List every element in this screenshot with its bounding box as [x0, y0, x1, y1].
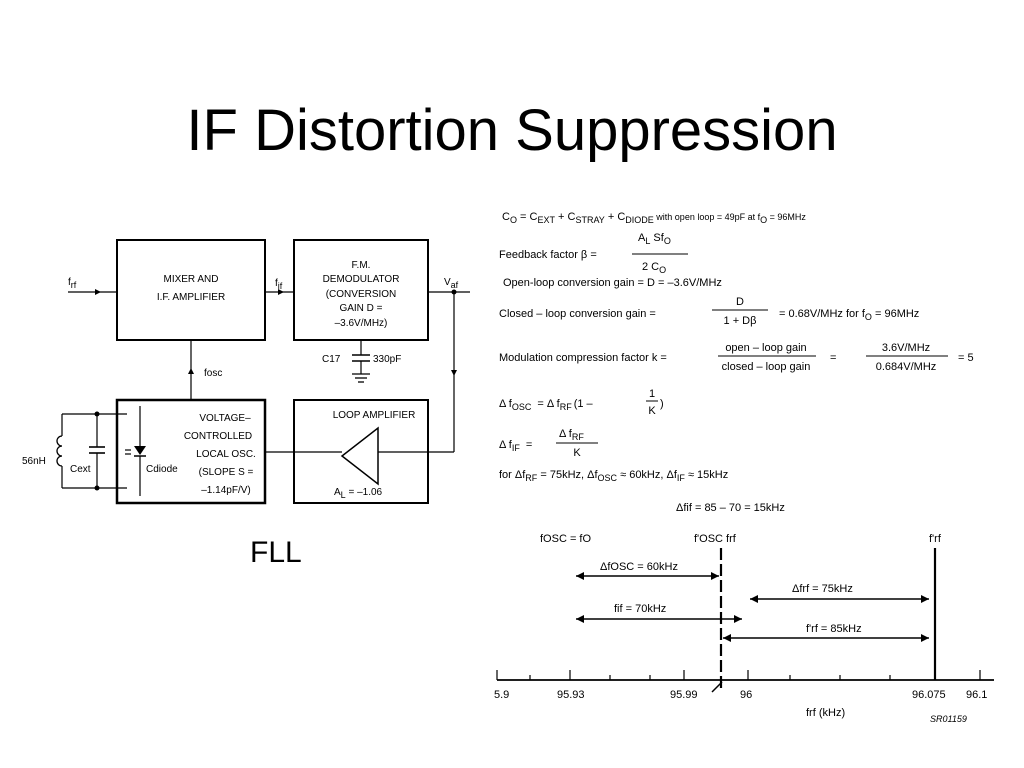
- slide-title: IF Distortion Suppression: [186, 98, 838, 163]
- arrow-dfrf-left-icon: [750, 595, 758, 603]
- equation-mod-result: = 5: [958, 352, 974, 364]
- equation-feedback-label: Feedback factor β =: [499, 249, 597, 261]
- inductor-coil-icon: [56, 435, 63, 467]
- equation-feedback-den: 2 CO: [642, 261, 666, 275]
- arrow-frf-right-icon: [921, 634, 929, 642]
- equation-closed-result: = 0.68V/MHz for fO = 96MHz: [779, 308, 919, 322]
- spectrum-axis-label: frf (kHz): [806, 707, 845, 719]
- arrow-dfosc-label: ΔfOSC = 60kHz: [600, 561, 678, 573]
- fosc-label: fosc: [204, 368, 222, 379]
- equation-openloop: Open-loop conversion gain = D = –3.6V/MH…: [503, 277, 722, 289]
- demod-label-1: F.M.: [352, 260, 371, 271]
- mixer-block: [116, 239, 266, 341]
- cext-label: Cext: [70, 464, 91, 475]
- spectrum-label-fosc-prime: f'OSC frf: [694, 533, 737, 545]
- tick-label-3: 95.99: [670, 689, 698, 701]
- if-label: fif: [275, 278, 283, 291]
- tick-label-4: 96: [740, 689, 752, 701]
- equation-dfosc-frac-num: 1: [649, 388, 655, 400]
- spectrum-label-fosc: fOSC = fO: [540, 533, 591, 545]
- vco-label-3: LOCAL OSC.: [196, 449, 256, 460]
- cdiode-label: Cdiode: [146, 464, 178, 475]
- mixer-label-1: MIXER AND: [163, 274, 218, 285]
- vco-label-5: –1.14pF/V): [201, 485, 250, 496]
- loop-amp-gain: AL = –1.06: [334, 487, 383, 500]
- demod-label-2: DEMODULATOR: [323, 274, 400, 285]
- equation-dfosc-close: ): [660, 398, 664, 410]
- equation-co: CO = CEXT + CSTRAY + CDIODE with open lo…: [502, 211, 806, 225]
- c17-value: 330pF: [373, 354, 401, 365]
- fosc-arrow-icon: [188, 368, 194, 374]
- equation-dfif-final: Δfif = 85 – 70 = 15kHz: [676, 502, 785, 514]
- equation-dfosc: Δ fOSC= Δ fRF(1 –: [499, 398, 594, 412]
- vco-label-1: VOLTAGE–: [199, 413, 251, 424]
- mixer-label-2: I.F. AMPLIFIER: [157, 292, 225, 303]
- equation-mod-num2: 3.6V/MHz: [882, 342, 930, 354]
- arrow-frf-left-icon: [723, 634, 731, 642]
- arrow-dfosc-right-icon: [711, 572, 719, 580]
- af-output-label: Vaf: [444, 277, 459, 290]
- spectrum-ticks: [496, 670, 981, 680]
- fll-caption: FLL: [250, 536, 302, 569]
- equation-mod-den1: closed – loop gain: [722, 361, 811, 373]
- equation-dfif-num: Δ fRF: [559, 428, 584, 442]
- demod-label-4: GAIN D =: [339, 303, 382, 314]
- loop-amp-title: LOOP AMPLIFIER: [333, 410, 416, 421]
- arrow-fif-right-icon: [734, 615, 742, 623]
- tick-label-5: 96.075: [912, 689, 946, 701]
- figure-code: SR01159: [930, 714, 967, 724]
- equation-closed-num: D: [736, 296, 744, 308]
- arrow-frf-label: f'rf = 85kHz: [806, 623, 862, 635]
- axis-break-icon: [711, 681, 723, 693]
- equation-closed-label: Closed – loop conversion gain =: [499, 308, 656, 320]
- equation-dfif: Δ fIF=: [499, 439, 532, 453]
- rf-arrow-icon: [95, 289, 101, 295]
- c17-label: C17: [322, 354, 341, 365]
- arrow-dfosc-left-icon: [576, 572, 584, 580]
- equation-mod-num1: open – loop gain: [725, 342, 806, 354]
- arrow-dfrf-label: Δfrf = 75kHz: [792, 583, 853, 595]
- demod-label-5: –3.6V/MHz): [335, 318, 388, 329]
- arrow-fif-left-icon: [576, 615, 584, 623]
- inductor-label: 56nH: [22, 456, 46, 467]
- spectrum-label-frf-prime: f'rf: [929, 533, 942, 545]
- equation-dfosc-frac-den: K: [648, 405, 656, 417]
- vco-label-2: CONTROLLED: [184, 431, 252, 442]
- amplifier-triangle-icon: [340, 426, 379, 486]
- rf-input-label: frf: [68, 277, 77, 290]
- tick-label-1: 5.9: [494, 689, 509, 701]
- equation-mod-den2: 0.684V/MHz: [876, 361, 937, 373]
- equation-dfif-den: K: [573, 447, 581, 459]
- varactor-diode-icon: [134, 446, 146, 455]
- equation-for-line: for ΔfRF = 75kHz, ΔfOSC ≈ 60kHz, ΔfIF ≈ …: [499, 469, 728, 483]
- demod-label-3: (CONVERSION: [326, 289, 397, 300]
- equation-feedback-num: AL SfO: [638, 232, 671, 246]
- tick-label-6: 96.1: [966, 689, 987, 701]
- equation-closed-den: 1 + Dβ: [724, 315, 757, 327]
- tick-label-2: 95.93: [557, 689, 585, 701]
- equation-mod-label: Modulation compression factor k =: [499, 352, 667, 364]
- equation-mod-eq: =: [830, 352, 836, 364]
- arrow-dfrf-right-icon: [921, 595, 929, 603]
- if-arrow-icon: [278, 289, 284, 295]
- arrow-fif-label: fif = 70kHz: [614, 603, 666, 615]
- vco-label-4: (SLOPE S =: [199, 467, 254, 478]
- feedback-arrow-icon: [451, 370, 457, 376]
